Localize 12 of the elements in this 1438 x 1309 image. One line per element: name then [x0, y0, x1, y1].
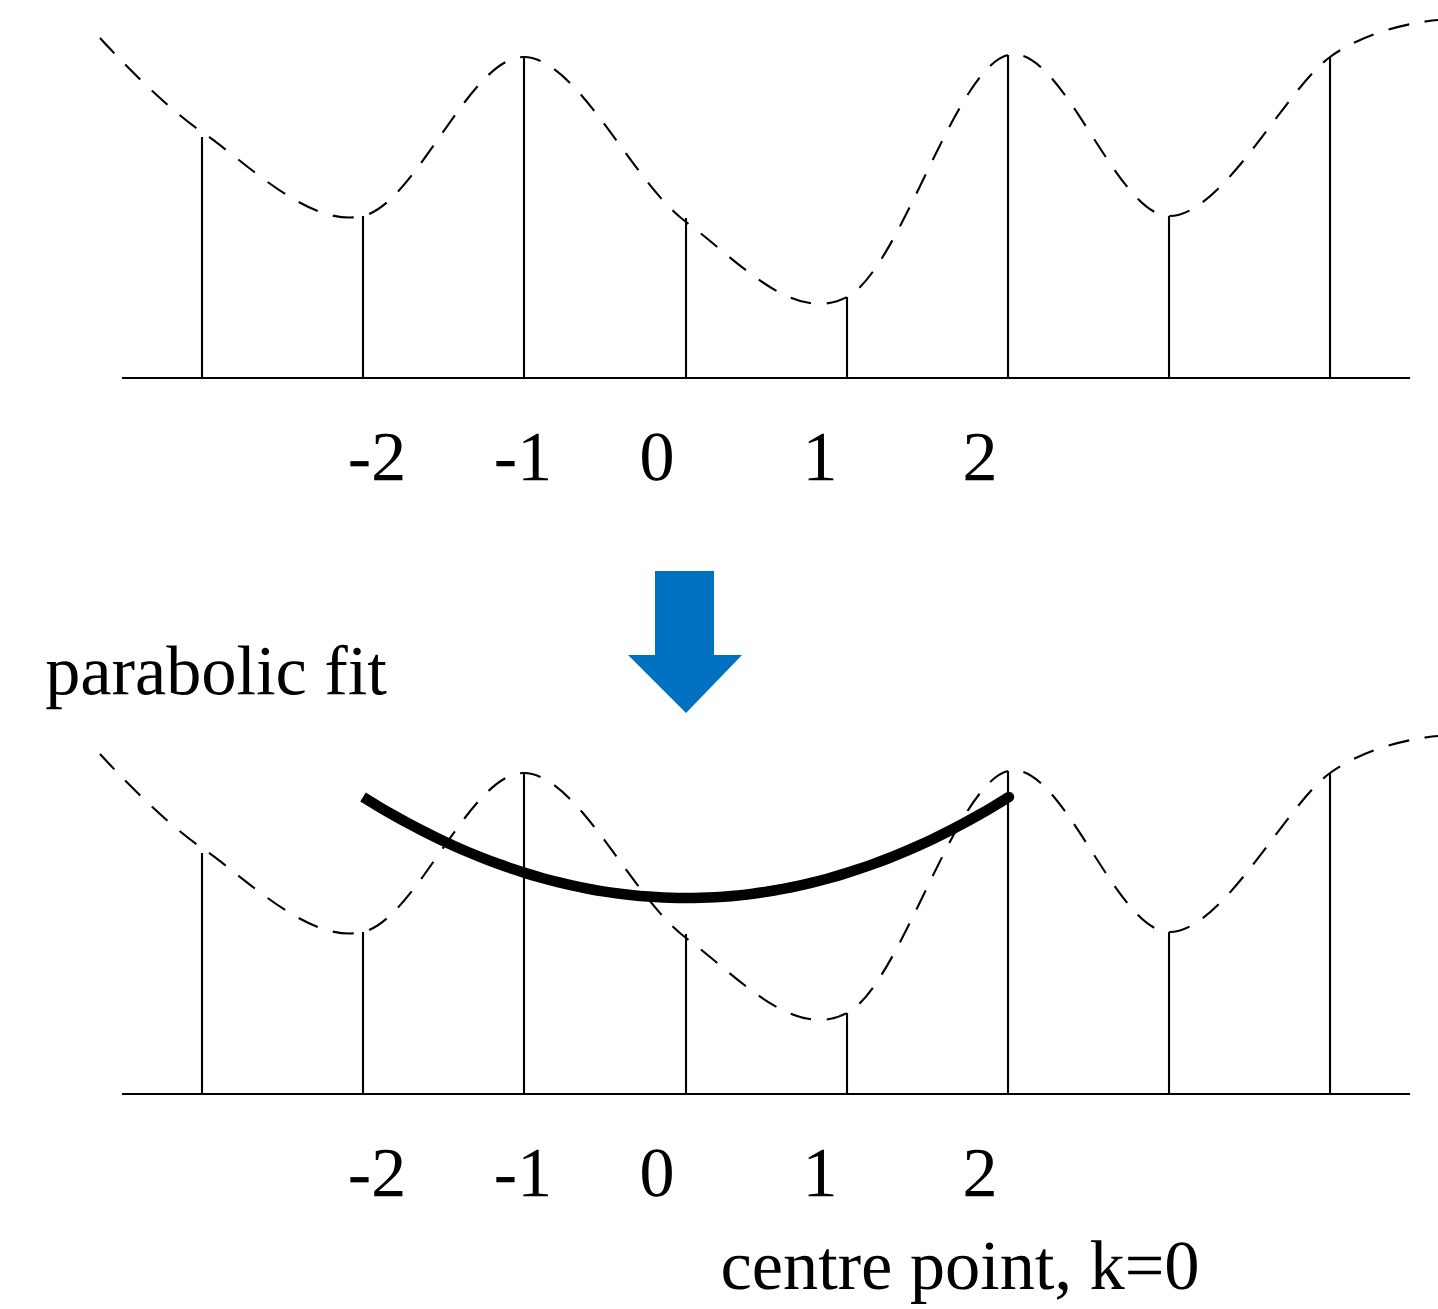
tick-label: -2: [350, 433, 403, 481]
tick-label: 2: [965, 433, 994, 481]
tick-label: -1: [496, 1149, 549, 1197]
tick-label: 1: [808, 1149, 834, 1197]
curve-label: parabolic fit: [46, 644, 387, 710]
tick-label: 1: [808, 433, 834, 481]
tick-label: 0: [642, 433, 672, 481]
tick-label: -1: [496, 433, 549, 481]
tick-label: 2: [965, 1149, 994, 1197]
point-label: centre point, k=0: [723, 1240, 1197, 1304]
tick-label: -2: [350, 1149, 403, 1197]
tick-label: 0: [642, 1149, 672, 1197]
